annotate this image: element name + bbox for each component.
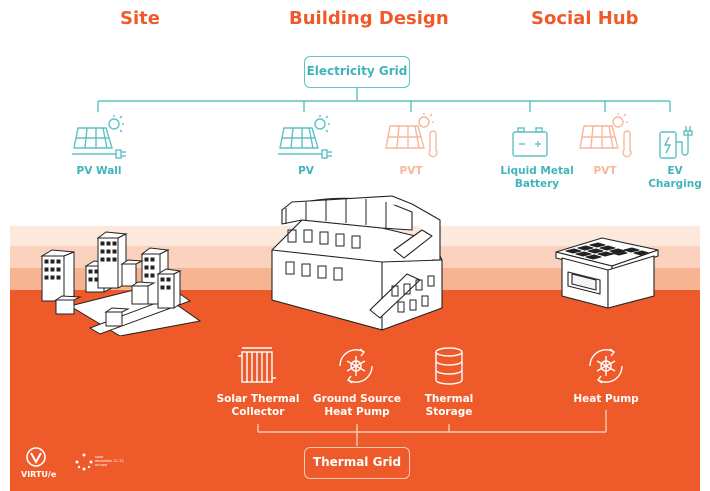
label-pv: PV bbox=[298, 165, 314, 177]
virtue-logo-icon bbox=[26, 447, 46, 467]
battery-icon bbox=[512, 127, 548, 157]
solar-decathlon-europe-logo-text: solar decathlon 21-22 europe bbox=[95, 455, 124, 467]
virtue-logo-text: VIRTU/e bbox=[21, 470, 57, 479]
solar-panel-thermometer-icon bbox=[385, 113, 438, 158]
thermal-grid-box: Thermal Grid bbox=[304, 447, 410, 479]
solar-decathlon-europe-logo-icon bbox=[75, 453, 93, 471]
solar-panel-plug-icon bbox=[72, 115, 126, 159]
electricity-grid-connectors bbox=[97, 88, 671, 112]
label-solar-thermal-collector: Solar Thermal Collector bbox=[216, 393, 300, 418]
site-city-illustration bbox=[40, 231, 202, 336]
label-pvt: PVT bbox=[593, 165, 617, 177]
heading-site: Site bbox=[120, 8, 160, 29]
label-ev-charging: EV Charging bbox=[648, 165, 702, 190]
label-heat-pump: Heat Pump bbox=[573, 393, 639, 405]
label-thermal-storage: Thermal Storage bbox=[424, 393, 474, 418]
solar-panel-thermometer-icon bbox=[579, 113, 632, 158]
label-ground-source-heat-pump: Ground Source Heat Pump bbox=[313, 393, 401, 418]
heat-pump-icon bbox=[339, 348, 373, 384]
solar-panel-plug-icon bbox=[278, 115, 332, 159]
label-liquid-metal-battery: Liquid Metal Battery bbox=[500, 165, 574, 190]
label-pv-wall: PV Wall bbox=[76, 165, 122, 177]
heading-building-design: Building Design bbox=[289, 8, 449, 29]
solar-thermal-collector-icon bbox=[238, 347, 276, 383]
social-hub-illustration bbox=[555, 237, 659, 309]
thermal-storage-icon bbox=[435, 347, 463, 385]
electricity-grid-box: Electricity Grid bbox=[304, 56, 410, 88]
ev-charger-icon bbox=[659, 126, 693, 159]
heading-social-hub: Social Hub bbox=[531, 8, 639, 29]
heat-pump-icon bbox=[589, 348, 623, 384]
label-pvt: PVT bbox=[399, 165, 423, 177]
building-illustration bbox=[271, 195, 443, 331]
